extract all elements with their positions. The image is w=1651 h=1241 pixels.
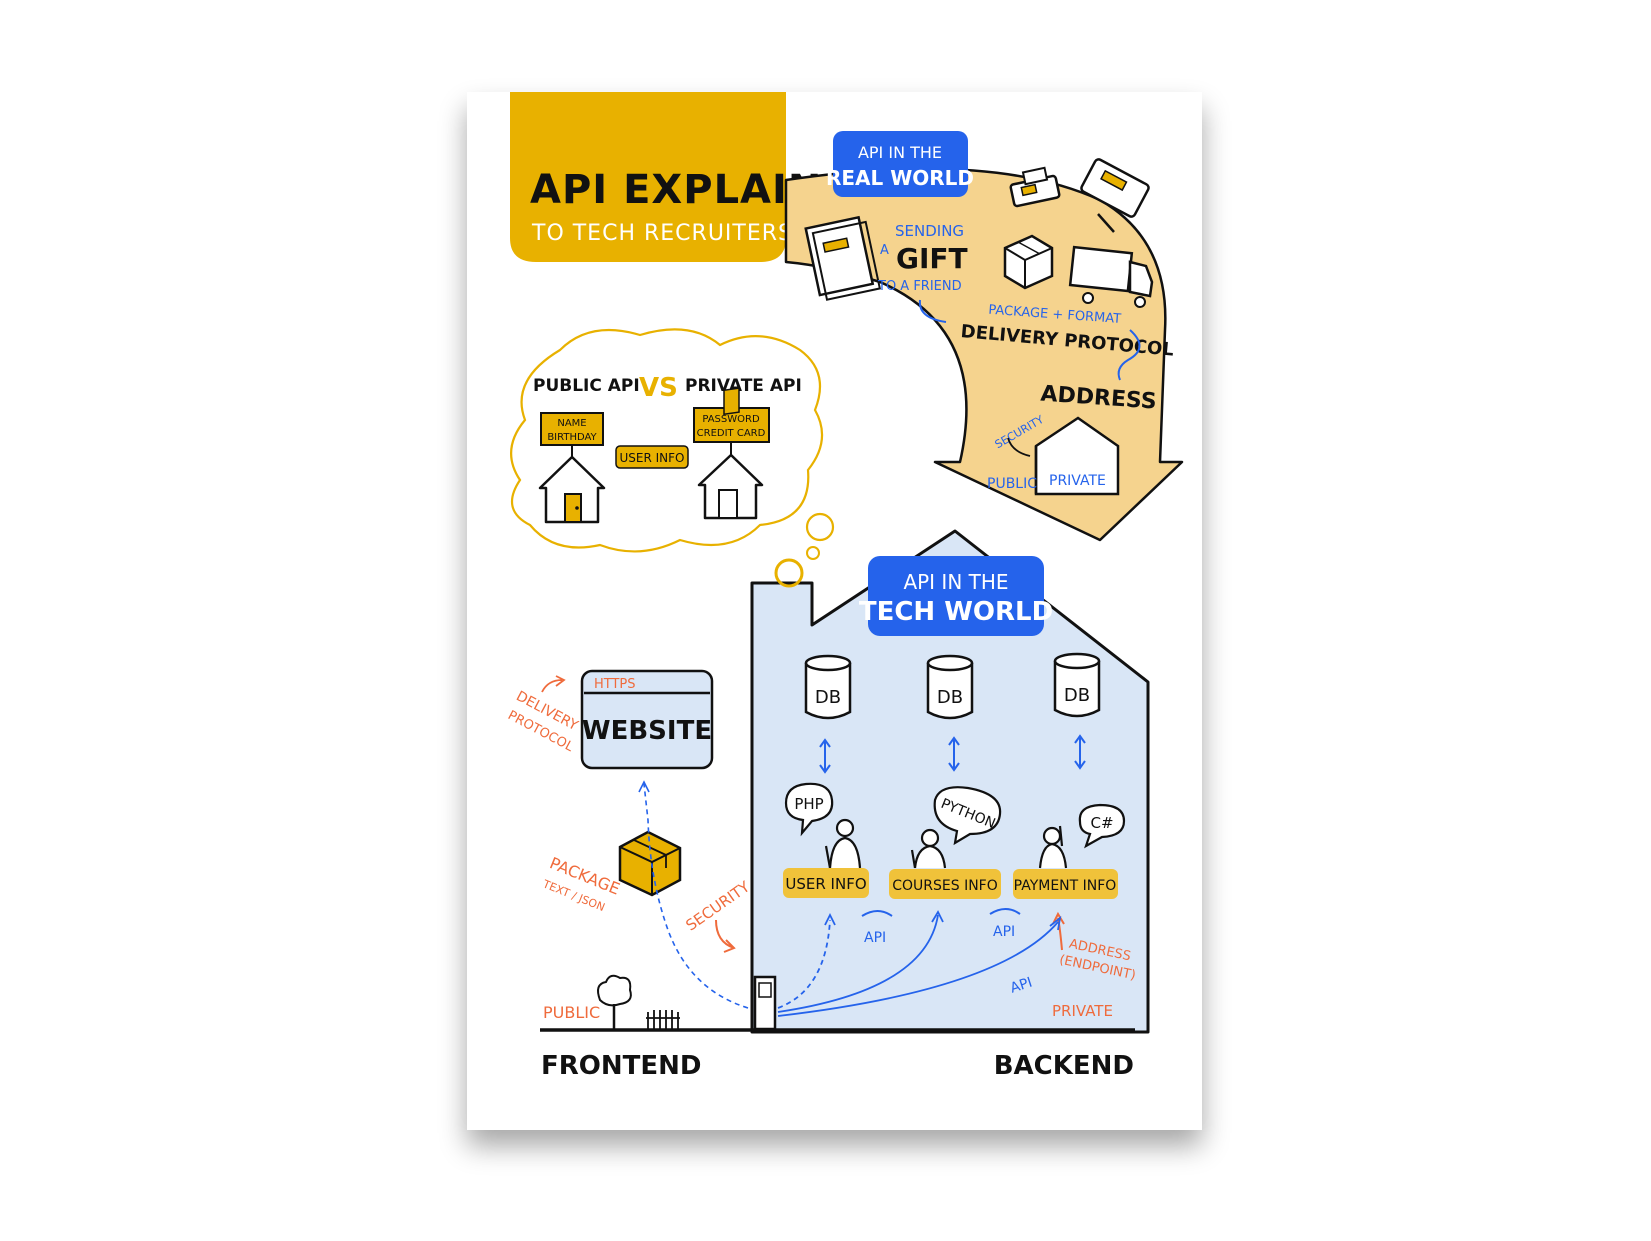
tech-world-badge-line1: API IN THE (903, 570, 1008, 594)
gift-book-icon (804, 215, 882, 301)
developer-figure (824, 818, 862, 869)
php-speech-bubble: PHP (784, 782, 834, 837)
to-a-friend-label: TO A FRIEND (877, 279, 962, 294)
a-label: A (880, 243, 889, 258)
api-request-curves (777, 910, 1062, 1017)
real-private-label: PRIVATE (1049, 473, 1106, 489)
api-label-1: API (864, 930, 886, 946)
public-tag-line2: BIRTHDAY (547, 432, 597, 443)
developer-figure (1038, 825, 1068, 869)
mailbox-icon (1080, 158, 1150, 233)
service-api-connectors (861, 908, 1021, 917)
private-api-label: PRIVATE API (685, 376, 802, 396)
service-user-info-label: USER INFO (785, 875, 866, 893)
package-cube-icon (1003, 234, 1054, 290)
website-label: WEBSITE (582, 716, 712, 746)
public-api-label: PUBLIC API (533, 376, 640, 396)
db-label-3: DB (1064, 685, 1090, 706)
private-tag-line1: PASSWORD (702, 414, 760, 425)
thought-cloud (510, 328, 835, 560)
db-label-1: DB (815, 687, 841, 708)
developer-figure (910, 828, 947, 869)
public-tag-line1: NAME (557, 418, 586, 429)
tech-world-badge-line2: TECH WORLD (859, 597, 1053, 627)
address-arrow (1117, 329, 1141, 381)
fence-icon (646, 1010, 680, 1030)
vs-label: VS (639, 373, 678, 403)
csharp-label: C# (1090, 814, 1113, 832)
api-label-2: API (993, 924, 1015, 940)
service-tag-courses-info: COURSES INFO (889, 869, 1001, 899)
building-door (753, 975, 777, 1031)
https-label: HTTPS (594, 677, 636, 692)
database-icon: DB (926, 654, 974, 720)
private-house-icon (697, 387, 764, 520)
db-label-2: DB (937, 687, 963, 708)
tech-private-label: PRIVATE (1052, 1002, 1113, 1020)
python-speech-bubble: PYTHON (933, 786, 1002, 846)
frontend-footer-label: FRONTEND (541, 1051, 701, 1081)
frontend-security-arrow (715, 919, 736, 953)
website-window: HTTPS WEBSITE (580, 669, 714, 770)
real-world-badge-line2: REAL WORLD (826, 166, 974, 190)
php-label: PHP (794, 795, 823, 813)
website-request-path (638, 780, 749, 1009)
real-world-house-icon (1034, 416, 1120, 496)
sending-label: SENDING (895, 222, 964, 240)
tech-world-badge: API IN THE TECH WORLD (859, 556, 1053, 636)
real-world-badge-line1: API IN THE (858, 143, 942, 162)
backend-footer-label: BACKEND (994, 1051, 1134, 1081)
private-tag-line2: CREDIT CARD (697, 428, 766, 439)
database-icon: DB (804, 654, 852, 720)
real-security-arrow (1007, 437, 1031, 457)
delivery-truck-icon (1068, 245, 1154, 308)
service-tag-user-info: USER INFO (783, 868, 869, 898)
real-public-label: PUBLIC (987, 476, 1037, 492)
user-info-tag-label: USER INFO (620, 451, 685, 465)
service-tag-payment-info: PAYMENT INFO (1013, 869, 1118, 899)
delivery-protocol-arrow (541, 675, 566, 693)
tree-icon (597, 974, 632, 1030)
database-icon: DB (1053, 652, 1101, 718)
csharp-speech-bubble: C# (1078, 803, 1126, 849)
db-connection-arrows (819, 734, 1086, 774)
gift-label: GIFT (896, 242, 968, 275)
title-block: API EXPLAINED TO TECH RECRUITERS (510, 92, 884, 262)
public-tag: NAME BIRTHDAY (540, 412, 604, 462)
gift-arrow (918, 299, 947, 323)
title-sub: TO TECH RECRUITERS (531, 221, 793, 246)
service-courses-info-label: COURSES INFO (892, 878, 998, 894)
public-house-icon (538, 455, 606, 524)
frontend-public-label: PUBLIC (543, 1003, 600, 1022)
api-label-3: API (1008, 975, 1034, 997)
user-info-tag: USER INFO (615, 445, 689, 469)
service-payment-info-label: PAYMENT INFO (1014, 878, 1117, 894)
real-world-badge: API IN THE REAL WORLD (826, 131, 974, 197)
cctv-camera-icon (1009, 166, 1061, 208)
